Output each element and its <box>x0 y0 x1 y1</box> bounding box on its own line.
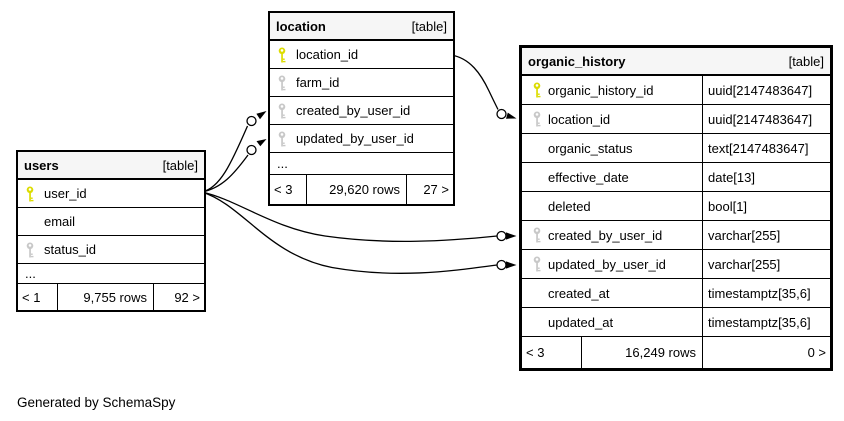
table-type-badge: [table] <box>788 53 824 69</box>
child-tables-count: 0 > <box>807 345 826 360</box>
column-type: uuid[2147483647] <box>708 82 813 98</box>
column-name: created_by_user_id <box>522 221 703 249</box>
schemaspy-credit: Generated by SchemaSpy <box>17 395 176 410</box>
primary-key-icon <box>26 186 34 201</box>
table-users[interactable]: users [table] user_id email status_id ..… <box>16 150 206 312</box>
arrowhead <box>256 139 267 147</box>
table-name: users <box>24 157 59 173</box>
table-type-badge: [table] <box>411 18 447 34</box>
column-row-location-id: location_id uuid[2147483647] <box>522 105 830 134</box>
rel-location-to-organic-location-id <box>450 54 517 120</box>
column-type: uuid[2147483647] <box>708 111 813 127</box>
column-name: created_by_user_id <box>296 103 411 118</box>
table-location-header: location [table] <box>270 13 453 41</box>
column-row-organic-history-id: organic_history_id uuid[2147483647] <box>522 76 830 105</box>
table-location[interactable]: location [table] location_id farm_id cre… <box>268 11 455 206</box>
column-name: created_at <box>522 279 703 307</box>
column-row-updated-by-user-id: updated_by_user_id varchar[255] <box>522 250 830 279</box>
child-tables-count: 92 > <box>174 289 200 305</box>
arrowhead <box>256 111 267 120</box>
foreign-key-icon <box>278 131 286 146</box>
column-name: location_id <box>296 47 359 62</box>
table-location-footer: < 3 29,620 rows 27 > <box>270 175 453 204</box>
parent-tables-count: < 1 <box>18 284 58 310</box>
column-name: status_id <box>44 242 97 257</box>
parent-tables-count: < 3 <box>270 175 307 204</box>
table-users-header: users [table] <box>18 152 204 180</box>
more-columns-ellipsis: ... <box>18 264 204 284</box>
primary-key-icon <box>278 47 286 62</box>
table-name: location <box>276 18 326 34</box>
rel-users-to-organic-updated-by <box>201 191 517 274</box>
table-organic-history-header: organic_history [table] <box>522 48 830 76</box>
column-type: bool[1] <box>708 198 748 214</box>
column-type: date[13] <box>708 169 755 185</box>
cardinality-circle <box>496 108 507 120</box>
column-type: text[2147483647] <box>708 140 809 156</box>
column-row-user-id: user_id <box>18 180 204 208</box>
arrowhead <box>506 261 517 269</box>
arrowhead <box>506 112 517 119</box>
column-name: effective_date <box>522 163 703 191</box>
column-row-email: email <box>18 208 204 236</box>
cardinality-circle <box>496 259 507 271</box>
column-name: location_id <box>522 105 703 133</box>
column-row-created-by-user-id: created_by_user_id <box>270 97 453 125</box>
table-type-badge: [table] <box>162 157 198 173</box>
arrowhead <box>506 232 517 240</box>
row-count: 16,249 rows <box>582 337 703 368</box>
column-name: organic_status <box>522 134 703 162</box>
column-name: updated_at <box>522 308 703 336</box>
column-row-location-id: location_id <box>270 41 453 69</box>
rel-users-to-location-updated-by <box>201 139 267 193</box>
column-type: timestamptz[35,6] <box>708 285 811 301</box>
column-row-effective-date: effective_date date[13] <box>522 163 830 192</box>
table-users-footer: < 1 9,755 rows 92 > <box>18 284 204 310</box>
column-row-created-at: created_at timestamptz[35,6] <box>522 279 830 308</box>
table-name: organic_history <box>528 53 626 69</box>
column-row-status-id: status_id <box>18 236 204 264</box>
column-row-updated-by-user-id: updated_by_user_id <box>270 125 453 153</box>
column-name: email <box>44 214 76 229</box>
column-row-created-by-user-id: created_by_user_id varchar[255] <box>522 221 830 250</box>
foreign-key-icon <box>26 242 34 257</box>
table-organic-history-footer: < 3 16,249 rows 0 > <box>522 337 830 368</box>
column-row-farm-id: farm_id <box>270 69 453 97</box>
row-count: 29,620 rows <box>307 175 407 204</box>
parent-tables-count: < 3 <box>522 337 582 368</box>
column-row-updated-at: updated_at timestamptz[35,6] <box>522 308 830 337</box>
row-count: 9,755 rows <box>58 284 154 310</box>
column-name: updated_by_user_id <box>296 131 414 146</box>
column-name: organic_history_id <box>522 76 703 104</box>
child-tables-count: 27 > <box>423 182 449 197</box>
table-organic-history[interactable]: organic_history [table] organic_history_… <box>519 45 833 371</box>
more-columns-ellipsis: ... <box>270 153 453 175</box>
foreign-key-icon <box>278 103 286 118</box>
column-name: updated_by_user_id <box>522 250 703 278</box>
primary-key-icon <box>533 82 541 98</box>
foreign-key-icon <box>533 111 541 127</box>
column-row-organic-status: organic_status text[2147483647] <box>522 134 830 163</box>
column-row-deleted: deleted bool[1] <box>522 192 830 221</box>
cardinality-circle <box>496 230 507 242</box>
cardinality-circle <box>246 115 257 127</box>
column-name: farm_id <box>296 75 340 90</box>
rel-users-to-location-created-by <box>201 111 267 193</box>
column-name: deleted <box>522 192 703 220</box>
rel-users-to-organic-created-by <box>201 191 517 243</box>
foreign-key-icon <box>278 75 286 90</box>
cardinality-circle <box>246 144 257 156</box>
column-type: varchar[255] <box>708 256 781 272</box>
column-type: varchar[255] <box>708 227 781 243</box>
foreign-key-icon <box>533 227 541 243</box>
column-type: timestamptz[35,6] <box>708 314 811 330</box>
column-name: user_id <box>44 186 87 201</box>
foreign-key-icon <box>533 256 541 272</box>
